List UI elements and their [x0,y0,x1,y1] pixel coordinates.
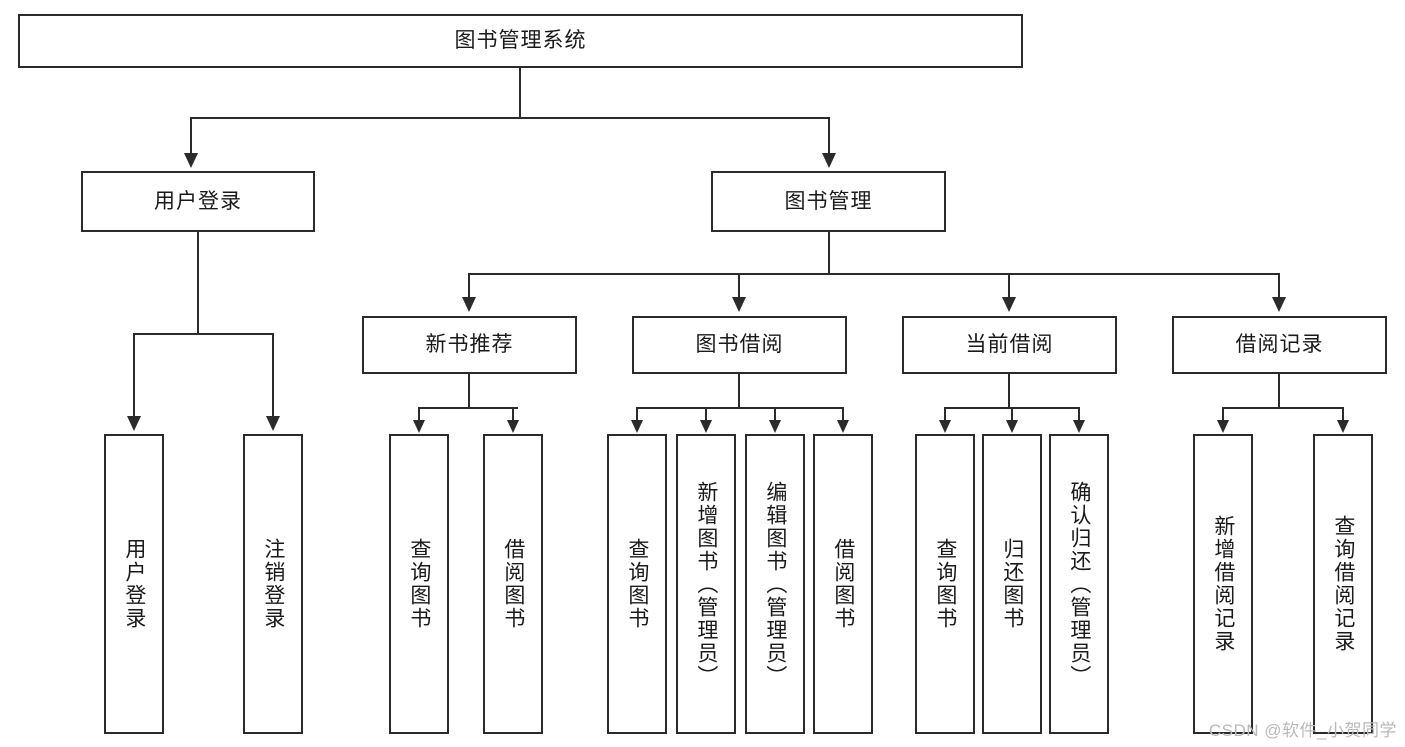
arrow-current-to-leaf3 [1073,420,1085,433]
leaf-current-return-book-label: 归还图书 [1000,538,1024,630]
arrow-userlogin-to-leaf1 [127,416,141,431]
node-borrow-record[interactable]: 借阅记录 [1172,316,1387,374]
leaf-current-query-book-label: 查询图书 [933,538,957,630]
edge-current-to-leaf1 [944,407,946,422]
node-book-manage-label: 图书管理 [784,189,873,213]
node-new-book-recommend[interactable]: 新书推荐 [362,316,577,374]
edge-borrow-to-leaf3 [774,407,776,422]
leaf-recommend-borrow-book[interactable]: 借阅图书 [483,434,543,734]
node-root[interactable]: 图书管理系统 [18,14,1023,68]
edge-root-to-userlogin [190,117,192,155]
leaf-recommend-borrow-book-label: 借阅图书 [501,538,525,630]
edge-borrow-to-leaf1 [636,407,638,422]
arrow-borrow-to-leaf3 [769,420,781,433]
arrow-borrow-to-leaf2 [700,420,712,433]
arrow-current-to-leaf2 [1006,420,1018,433]
node-current-borrow[interactable]: 当前借阅 [902,316,1117,374]
edge-borrow-to-leaf4 [842,407,844,422]
leaf-user-login[interactable]: 用户登录 [104,434,164,734]
node-new-book-recommend-label: 新书推荐 [425,333,514,357]
arrow-record-to-leaf1 [1217,420,1229,433]
arrow-userlogin-to-leaf2 [266,416,280,431]
node-borrow-record-label: 借阅记录 [1235,333,1324,357]
edge-recommend-bar [418,407,518,409]
leaf-current-return-book[interactable]: 归还图书 [982,434,1042,734]
edge-root-to-bookmanage [828,117,830,155]
arrow-bookmanage-to-record [1272,297,1286,312]
edge-userlogin-stem [197,232,199,334]
leaf-borrow-edit-book[interactable]: 编辑图书（管理员） [745,434,805,734]
leaf-borrow-add-book[interactable]: 新增图书（管理员） [676,434,736,734]
node-user-login[interactable]: 用户登录 [81,171,315,232]
edge-bookmanage-stem [828,232,830,274]
leaf-current-query-book[interactable]: 查询图书 [915,434,975,734]
arrow-root-to-userlogin [184,153,198,168]
edge-borrow-bar [636,407,843,409]
leaf-user-login-label: 用户登录 [122,538,146,630]
leaf-logout-login[interactable]: 注销登录 [243,434,303,734]
node-book-borrow-label: 图书借阅 [695,333,784,357]
edge-bookmanage-to-record [1278,273,1280,299]
edge-bookmanage-to-current [1008,273,1010,299]
edge-recommend-to-leaf1 [418,407,420,422]
arrow-bookmanage-to-recommend [462,297,476,312]
edge-record-bar [1222,407,1344,409]
edge-bookmanage-to-borrow [738,273,740,299]
leaf-record-query-label: 查询借阅记录 [1331,515,1355,653]
edge-userlogin-to-leaf1 [133,333,135,418]
edge-borrow-stem [738,374,740,408]
edge-borrow-to-leaf2 [705,407,707,422]
arrow-root-to-bookmanage [822,153,836,168]
arrow-recommend-to-leaf1 [413,420,425,433]
edge-record-to-leaf2 [1342,407,1344,422]
arrow-record-to-leaf2 [1337,420,1349,433]
leaf-current-confirm-return[interactable]: 确认归还（管理员） [1049,434,1109,734]
edge-current-to-leaf2 [1011,407,1013,422]
edge-recommend-stem [468,374,470,408]
edge-current-to-leaf3 [1078,407,1080,422]
leaf-recommend-query-book[interactable]: 查询图书 [389,434,449,734]
node-root-label: 图书管理系统 [454,29,587,53]
leaf-record-add[interactable]: 新增借阅记录 [1193,434,1253,734]
edge-userlogin-bar [133,333,273,335]
edge-bookmanage-to-recommend [468,273,470,299]
arrow-bookmanage-to-current [1002,297,1016,312]
leaf-borrow-borrow-book[interactable]: 借阅图书 [813,434,873,734]
leaf-borrow-add-book-label: 新增图书（管理员） [694,480,718,688]
leaf-logout-login-label: 注销登录 [261,538,285,630]
leaf-record-add-label: 新增借阅记录 [1211,515,1235,653]
node-current-borrow-label: 当前借阅 [965,333,1054,357]
arrow-recommend-to-leaf2 [507,420,519,433]
leaf-record-query[interactable]: 查询借阅记录 [1313,434,1373,734]
node-book-borrow[interactable]: 图书借阅 [632,316,847,374]
edge-bookmanage-bar [468,273,1280,275]
edge-recommend-to-leaf2 [512,407,514,422]
arrow-borrow-to-leaf1 [631,420,643,433]
leaf-borrow-query-book-label: 查询图书 [625,538,649,630]
leaf-borrow-edit-book-label: 编辑图书（管理员） [763,480,787,688]
edge-root-bar [190,117,830,119]
edge-current-stem [1008,374,1010,408]
node-book-manage[interactable]: 图书管理 [711,171,946,232]
arrow-current-to-leaf1 [939,420,951,433]
edge-userlogin-to-leaf2 [272,333,274,418]
node-user-login-label: 用户登录 [154,189,242,213]
leaf-current-confirm-return-label: 确认归还（管理员） [1067,480,1091,688]
leaf-recommend-query-book-label: 查询图书 [407,538,431,630]
leaf-borrow-borrow-book-label: 借阅图书 [831,538,855,630]
edge-root-stem [519,68,521,118]
edge-record-to-leaf1 [1222,407,1224,422]
leaf-borrow-query-book[interactable]: 查询图书 [607,434,667,734]
arrow-bookmanage-to-borrow [732,297,746,312]
edge-record-stem [1278,374,1280,408]
arrow-borrow-to-leaf4 [837,420,849,433]
